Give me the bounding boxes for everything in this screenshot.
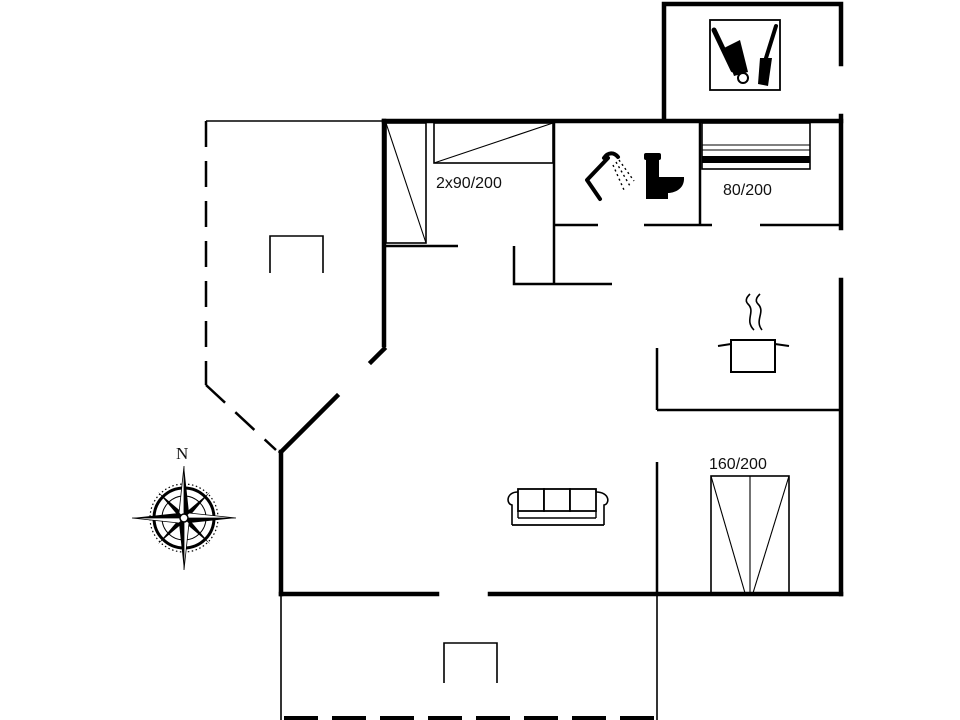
terrace-left (204, 120, 384, 451)
terrace-table-icon-bottom (443, 642, 498, 683)
sofa-icon (507, 488, 609, 526)
single-bed-size-label: 80/200 (723, 182, 772, 199)
north-label: N (176, 444, 188, 463)
utility-room-icon (709, 19, 781, 91)
double-bed-size-label: 160/200 (709, 456, 767, 473)
shower-icon (585, 151, 635, 201)
single-bed (701, 122, 811, 170)
compass-rose-icon (131, 465, 237, 571)
double-bed (710, 475, 790, 594)
cooking-pot-icon (717, 293, 790, 373)
terrace-bottom (280, 594, 658, 720)
twin-bed-size-label: 2x90/200 (436, 175, 502, 192)
wardrobe (385, 122, 427, 244)
toilet-icon (644, 153, 685, 199)
exterior-walls (277, 1, 844, 597)
interior-walls (384, 121, 841, 594)
twin-bed (433, 122, 554, 164)
terrace-table-icon (269, 235, 324, 273)
